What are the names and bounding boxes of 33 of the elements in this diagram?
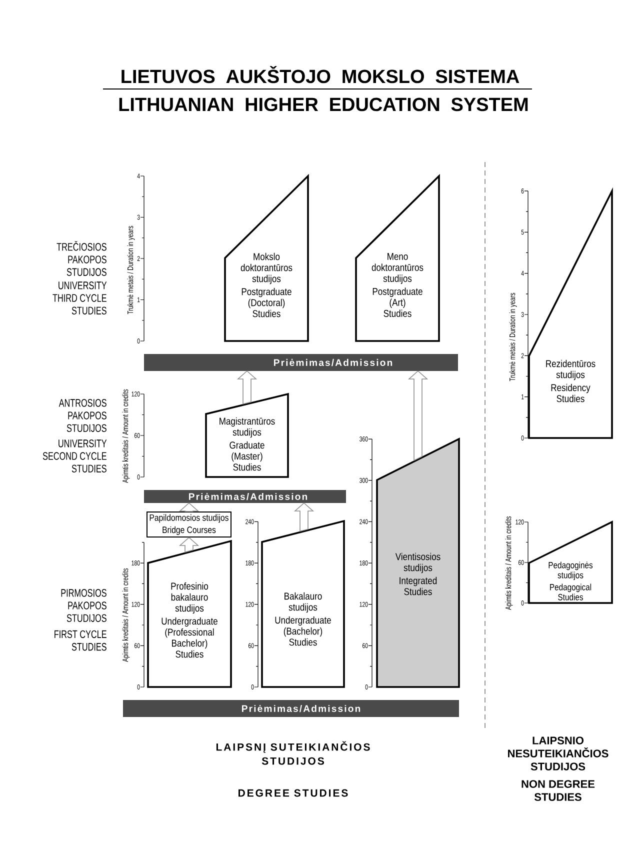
axis-title: Apimtis kreditais / Amount in credits	[122, 389, 130, 483]
study-box: Meno doktorantūros studijos Postgraduate (Art) Studies	[355, 174, 440, 342]
subtitle: LITHUANIAN HIGHER EDUCATION SYSTEM	[119, 98, 528, 112]
study-box: Rezidentūros studijos Residency Studies	[528, 187, 613, 439]
arrow	[178, 502, 200, 512]
row-label: UNIVERSITY SECOND CYCLE STUDIES	[42, 440, 107, 472]
row-label: ANTROSIOS PAKOPOS STUDIJOS	[58, 399, 106, 432]
study-box: Bakalauro studijos Undergraduate (Bachelor) Studies	[261, 520, 345, 688]
axis-title: Apimtis kreditais / Amount in credits	[122, 568, 130, 662]
row-label: FIRST CYCLE STUDIES	[54, 630, 106, 651]
study-box: Profesinio bakalauro studijos Undergraduate (Professional Bachelor) Studies	[147, 540, 232, 688]
title: LIETUVOS AUKŠTOJO MOKSLO SISTEMA	[122, 66, 520, 84]
study-box: Magistrantūros studijos Graduate (Master) Studies	[205, 392, 289, 478]
study-box: Vientisosios studijos Integrated Studies	[376, 438, 460, 688]
column-label: LAIPSNĮ SUTEIKIANČIOS STUDIJOS	[216, 741, 370, 765]
admission-bar: Priėmimas/Admission	[144, 354, 458, 371]
column-label: LAIPSNIO NESUTEIKIANČIOS STUDIJOS	[508, 736, 608, 770]
column-label: DEGREE STUDIES	[238, 789, 348, 797]
axis-title: Trukmė metais / Duration in years	[127, 226, 135, 314]
row-label: UNIVERSITY THIRD CYCLE STUDIES	[52, 282, 107, 314]
admission-bar: Priėmimas/Admission	[144, 490, 346, 503]
arrow	[178, 536, 200, 553]
row-label: TREČIOSIOS PAKOPOS STUDIJOS	[56, 241, 106, 276]
study-box: Pedagoginės studijos Pedagogical Studies	[528, 520, 613, 604]
course-box: Papildomosios studijos Bridge Courses	[146, 512, 232, 538]
row-label: PIRMOSIOS PAKOPOS STUDIJOS	[61, 589, 106, 622]
axis-title: Apimtis kreditais / Amount in credits	[505, 516, 513, 610]
study-box: Mokslo doktorantūros studijos Postgraduate (Doctoral) Studies	[224, 174, 309, 342]
arrow	[294, 502, 314, 532]
admission-bar: Priėmimas/Admission	[123, 700, 459, 717]
arrow	[236, 370, 258, 404]
column-label: NON DEGREE STUDIES	[522, 780, 595, 801]
axis-title: Trukmė metais / Duration in years	[509, 292, 517, 382]
